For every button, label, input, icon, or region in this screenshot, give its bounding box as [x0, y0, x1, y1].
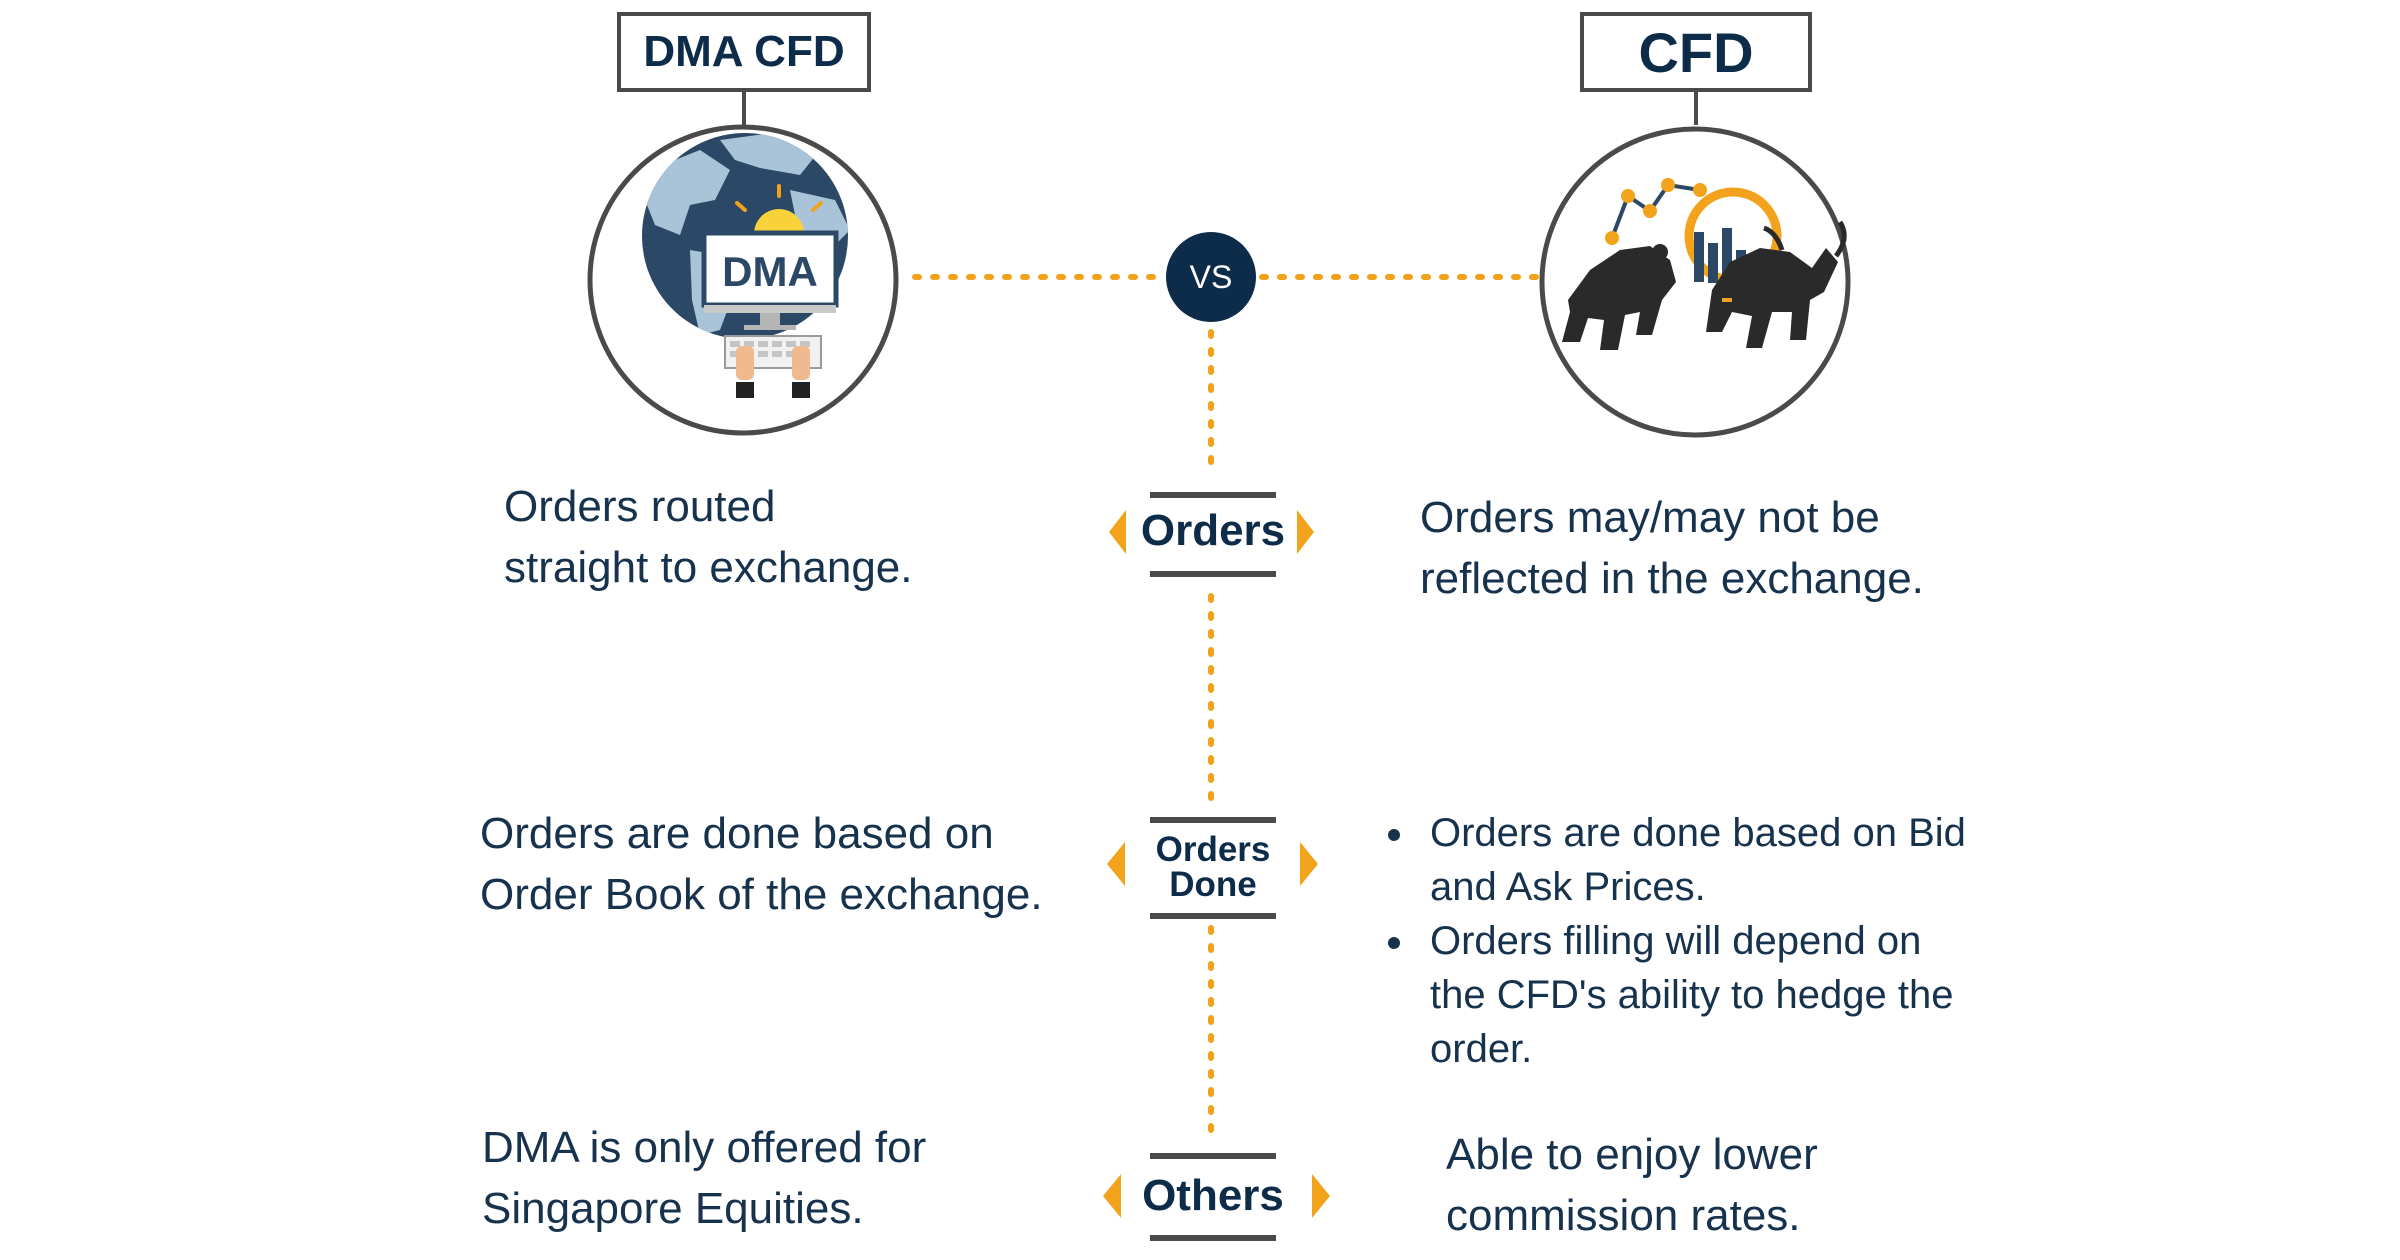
category-marker-orders-done	[1107, 817, 1318, 919]
text-line: Orders are done based on	[480, 809, 994, 858]
text-line: Order Book of the exchange.	[480, 870, 1043, 919]
dma-orders-done-text: Orders are done based on Order Book of t…	[480, 803, 1043, 925]
cfd-orders-text: Orders may/may not be reflected in the e…	[1420, 487, 1924, 609]
category-label-orders: Orders	[1130, 503, 1296, 559]
category-label-orders-done: Orders Done	[1130, 832, 1296, 902]
category-label-line: Orders	[1155, 830, 1271, 869]
text-line: Able to enjoy lower	[1446, 1130, 1818, 1179]
text-line: and Ask Prices.	[1430, 865, 1706, 909]
text-line: Orders routed	[504, 482, 776, 531]
cfd-title: CFD	[1580, 12, 1812, 92]
text-line: reflected in the exchange.	[1420, 554, 1924, 603]
dma-orders-text: Orders routed straight to exchange.	[504, 476, 912, 598]
text-line: the CFD's ability to hedge the	[1430, 973, 1954, 1017]
category-label-others: Others	[1120, 1168, 1306, 1224]
cfd-orders-done-bullets: Orders are done based on Bid and Ask Pri…	[1388, 806, 1966, 1076]
bullet-item: Orders filling will depend on the CFD's …	[1388, 914, 1966, 1076]
category-label-line: Orders	[1140, 506, 1286, 555]
monitor-dma-text: DMA	[722, 248, 818, 295]
dma-globe-computer-icon: DMA	[587, 124, 899, 436]
bull-bear-market-icon	[1539, 126, 1851, 438]
category-marker-others	[1103, 1153, 1330, 1241]
text-line: DMA is only offered for	[482, 1123, 927, 1172]
cfd-others-text: Able to enjoy lower commission rates.	[1446, 1124, 1818, 1246]
category-label-line: Done	[1169, 865, 1257, 904]
text-line: Singapore Equities.	[482, 1184, 864, 1233]
bullet-item: Orders are done based on Bid and Ask Pri…	[1388, 806, 1966, 914]
category-marker-orders	[1109, 492, 1314, 577]
text-line: commission rates.	[1446, 1191, 1801, 1240]
text-line: Orders are done based on Bid	[1430, 811, 1966, 855]
text-line: Orders may/may not be	[1420, 493, 1880, 542]
category-label-line: Others	[1142, 1171, 1284, 1220]
dma-cfd-title: DMA CFD	[617, 12, 871, 92]
text-line: order.	[1430, 1027, 1533, 1071]
text-line: Orders filling will depend on	[1430, 919, 1922, 963]
text-line: straight to exchange.	[504, 543, 913, 592]
vs-badge: VS	[1166, 232, 1256, 322]
dma-others-text: DMA is only offered for Singapore Equiti…	[482, 1117, 926, 1239]
